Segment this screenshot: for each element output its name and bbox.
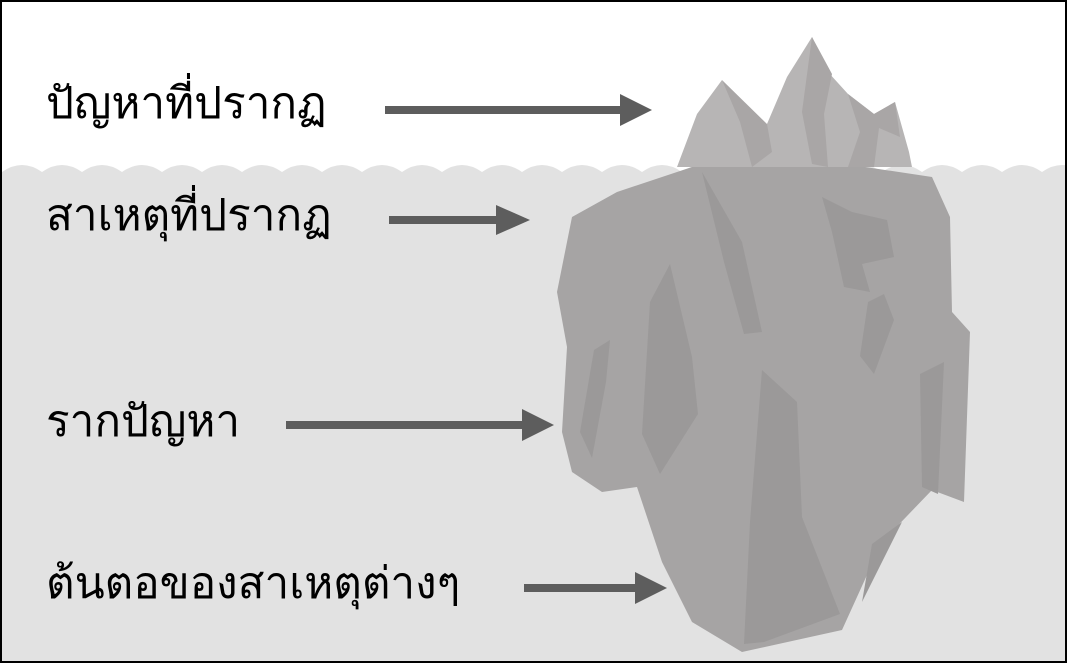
arrow-visible-cause [389,205,530,235]
ice-facet [920,362,944,494]
label-underlying-causes: ต้นตอของสาเหตุต่างๆ [46,558,461,609]
iceberg-tip [677,37,912,167]
arrow-visible-problem [385,94,652,126]
label-root-cause: รากปัญหา [46,396,241,447]
ice-facet [580,340,610,458]
ice-facet [702,172,762,334]
label-visible-cause: สาเหตุที่ปรากฏ [46,190,332,241]
ice-facet [860,294,894,374]
ice-facet [722,80,772,167]
ice-facet [802,37,832,167]
ice-facet [642,264,698,474]
ice-facet [744,370,840,644]
arrow-root-cause [286,409,554,441]
label-visible-problem: ปัญหาที่ปรากฏ [46,78,327,129]
arrow-underlying-causes [524,572,667,604]
ice-facet [862,522,902,602]
ice-facet [822,197,894,292]
ice-facet [848,94,900,167]
